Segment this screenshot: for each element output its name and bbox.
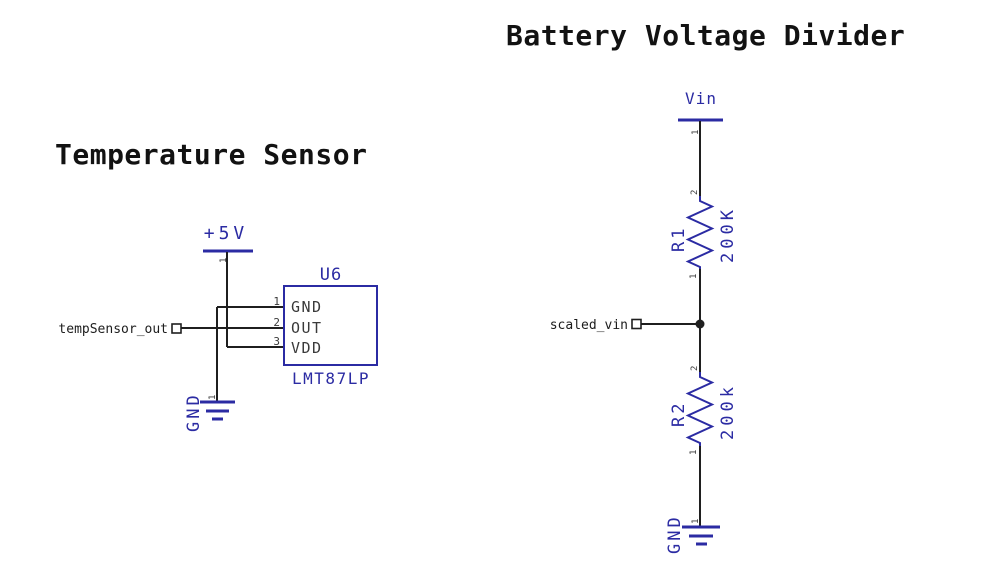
junction-dot xyxy=(695,319,705,329)
gnd2-net-label: GND xyxy=(665,514,685,554)
r2-pin1-number: 1 xyxy=(689,450,699,455)
vin-net-label: Vin xyxy=(685,89,717,108)
plus5v-pin-number: 1 xyxy=(219,258,229,263)
u6-pin2-name: OUT xyxy=(291,319,323,337)
vin-pin-number: 1 xyxy=(691,130,701,135)
u6-pin1-number: 1 xyxy=(273,295,280,308)
r2-value-label: 200k xyxy=(718,383,738,440)
u6-pin1-name: GND xyxy=(291,298,323,316)
r2-reference-label: R2 xyxy=(669,401,689,427)
r1-reference-label: R1 xyxy=(669,226,689,252)
scaled-vin-connector-icon xyxy=(631,318,642,330)
r2-resistor-symbol xyxy=(685,372,715,446)
r1-value-label: 200K xyxy=(718,206,738,263)
u6-pin3-number: 3 xyxy=(273,335,280,348)
u6-value-label: LMT87LP xyxy=(292,369,370,388)
u6-reference-label: U6 xyxy=(320,265,342,285)
r2-pin2-number: 2 xyxy=(690,366,700,371)
battery-voltage-divider-title: Battery Voltage Divider xyxy=(506,19,905,52)
u6-pin2-number: 2 xyxy=(273,316,280,329)
gnd-net-label: GND xyxy=(184,392,204,432)
r1-pin2-number: 2 xyxy=(690,190,700,195)
tempsensor-out-connector-icon xyxy=(171,323,182,334)
u6-pin3-name: VDD xyxy=(291,339,323,357)
plus5v-net-label: +5V xyxy=(204,223,249,244)
gnd2-symbol-pin-number: 1 xyxy=(691,519,701,524)
temperature-sensor-title: Temperature Sensor xyxy=(55,138,367,171)
r1-resistor-symbol xyxy=(685,196,715,269)
tempsensor-out-net-label: tempSensor_out xyxy=(58,322,168,337)
scaled-vin-net-label: scaled_vin xyxy=(550,318,628,333)
gnd-symbol-pin-number: 1 xyxy=(208,395,218,400)
r1-pin1-number: 1 xyxy=(689,274,699,279)
u6-ic-body xyxy=(283,285,378,366)
